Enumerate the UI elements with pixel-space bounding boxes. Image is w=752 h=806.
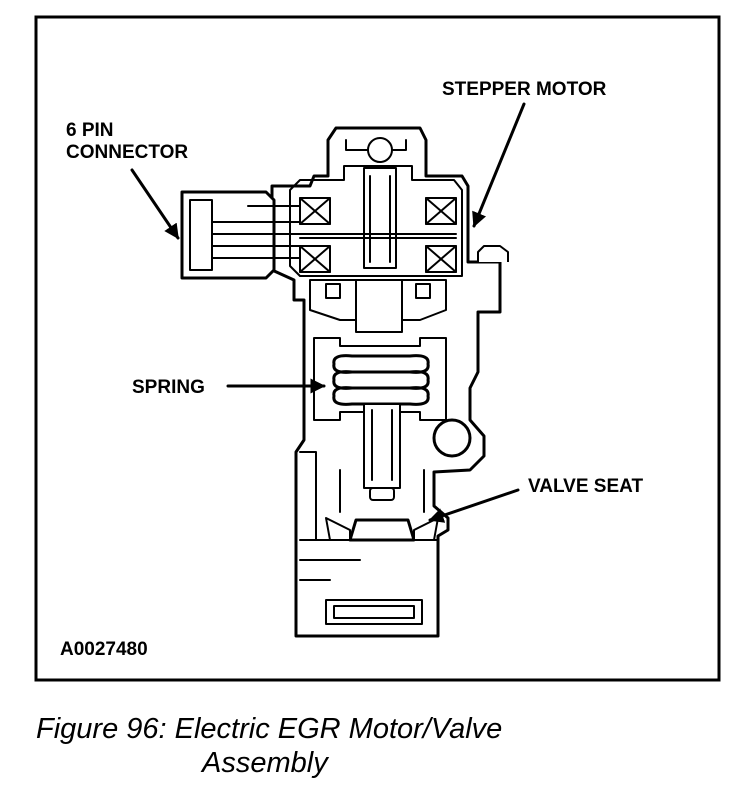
lower-body bbox=[299, 451, 439, 625]
spring bbox=[313, 337, 447, 421]
valve-seat-label: VALVE SEAT bbox=[528, 476, 643, 497]
connector-label-line1: 6 PIN bbox=[66, 120, 114, 141]
figure-caption-line1: Figure 96: Electric EGR Motor/Valve bbox=[36, 713, 502, 745]
connector-leader-arrow bbox=[130, 168, 180, 240]
stepper-motor-leader-arrow bbox=[472, 102, 526, 228]
valve-seat-leader-arrow bbox=[428, 488, 520, 523]
valve-stem-and-seat bbox=[325, 403, 439, 542]
mounting-hole bbox=[432, 418, 472, 458]
connector-label-line2: CONNECTOR bbox=[66, 142, 188, 163]
part-number-label: A0027480 bbox=[60, 639, 148, 660]
figure-caption-line2: Assembly bbox=[200, 747, 329, 779]
stepper-motor-label: STEPPER MOTOR bbox=[442, 79, 607, 100]
stepper-motor bbox=[289, 137, 509, 333]
spring-label: SPRING bbox=[132, 377, 205, 398]
six-pin-connector bbox=[180, 190, 301, 280]
egr-assembly-drawing bbox=[180, 126, 509, 638]
figure-border bbox=[34, 15, 721, 682]
